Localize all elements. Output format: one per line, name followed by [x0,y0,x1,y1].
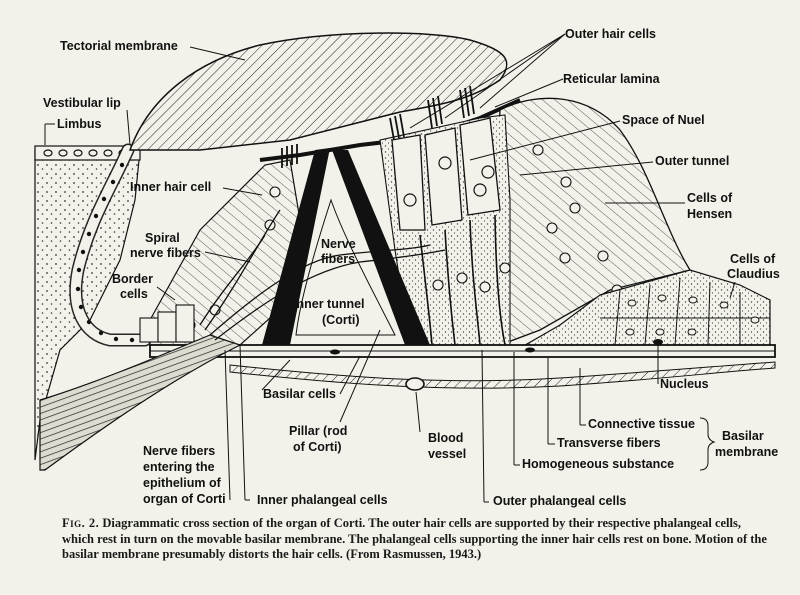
label-cells-of-hensen-2: Hensen [687,207,732,221]
caption-text: Diagrammatic cross section of the organ … [62,516,767,561]
label-basilar-membrane-2: membrane [715,445,778,459]
label-nerve-entering-4: organ of Corti [143,492,226,506]
blood-vessel [405,377,425,391]
outer-pillar [332,150,430,345]
label-nerve-entering-2: entering the [143,460,215,474]
label-nucleus: Nucleus [660,377,709,391]
label-inner-tunnel-1: Inner tunnel [293,297,365,311]
outer-hair-cell-nuclei [403,156,495,207]
label-cells-of-hensen-1: Cells of [687,191,733,205]
label-spiral-1: Spiral [145,231,180,245]
stereocilia [281,85,475,168]
label-border-cells-2: cells [120,287,148,301]
organ-of-corti-diagram: Tectorial membrane Outer hair cells Reti… [34,27,780,508]
label-nerve-entering-1: Nerve fibers [143,444,215,458]
label-inner-hair-cell: Inner hair cell [130,180,211,194]
label-outer-tunnel: Outer tunnel [655,154,729,168]
label-cells-of-claudius-1: Cells of [730,252,776,266]
nerve-fiber-bundle [39,334,242,471]
label-basilar-cells: Basilar cells [263,387,336,401]
label-reticular-lamina: Reticular lamina [563,72,661,86]
label-tectorial-membrane: Tectorial membrane [60,39,178,53]
label-nerve-fibers-2: fibers [321,252,355,266]
label-blood-vessel-1: Blood [428,431,463,445]
label-homogeneous-substance: Homogeneous substance [522,457,674,471]
outer-phalangeal-nuclei [432,262,511,293]
label-outer-phalangeal-cells: Outer phalangeal cells [493,494,626,508]
label-blood-vessel-2: vessel [428,447,466,461]
label-border-cells-1: Border [112,272,153,286]
label-vestibular-lip: Vestibular lip [43,96,121,110]
label-spiral-2: nerve fibers [130,246,201,260]
limbus-band [34,145,141,161]
label-nerve-entering-3: epithelium of [143,476,222,490]
label-connective-tissue: Connective tissue [588,417,695,431]
claudius-nuclei [625,294,760,336]
inner-pillar [262,148,330,345]
nerve-fibers-lines [199,209,446,341]
label-inner-tunnel-2: (Corti) [322,313,360,327]
border-cells [139,304,195,343]
chain-cell-nuclei [75,162,135,343]
inner-tunnel [295,198,396,336]
label-nerve-fibers-1: Nerve [321,237,356,251]
outer-phalangeal-stripes [419,214,506,346]
outer-hair-cells [391,117,501,231]
claudius-cell-walls [600,277,770,346]
figure-number: Fig. 2. [62,516,100,530]
label-pillar-2: of Corti) [293,440,342,454]
label-limbus: Limbus [57,117,101,131]
label-pillar-1: Pillar (rod [289,424,347,438]
basilar-cells-nuclei [330,339,663,355]
tectorial-membrane [128,32,508,151]
figure-caption: Fig. 2. Diagrammatic cross section of th… [62,516,774,563]
cells-of-claudius [517,269,771,349]
label-basilar-membrane-1: Basilar [722,429,764,443]
label-space-of-nuel: Space of Nuel [622,113,705,127]
label-outer-hair-cells: Outer hair cells [565,27,656,41]
label-inner-phalangeal-cells: Inner phalangeal cells [257,493,388,507]
label-cells-of-claudius-2: Claudius [727,267,780,281]
tympanic-lining [229,361,776,389]
label-transverse-fibers: Transverse fibers [557,436,661,450]
